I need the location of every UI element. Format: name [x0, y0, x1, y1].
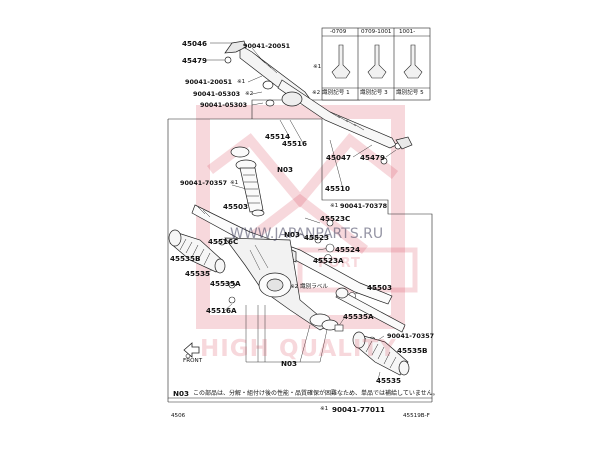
page-number-left: 4506	[171, 413, 186, 419]
watermark-slogan: HIGH QUALITY	[200, 336, 397, 362]
part-label-45535a-left: 45535A	[210, 279, 241, 288]
ref-mark-1d: ※1	[330, 203, 339, 209]
part-label-45046: 45046	[182, 39, 208, 48]
part-label-45523: 45523	[304, 233, 330, 242]
ref-mark-1c: ※1	[230, 180, 239, 186]
identification-label-note: ※2 識別ラベル	[290, 284, 328, 290]
part-label-90041-05303-a: 90041-05303	[193, 90, 241, 98]
part-label-45503-lower: 45503	[367, 283, 393, 292]
ref-mark-2a: ※2	[245, 91, 254, 97]
part-label-45523a: 45523A	[313, 256, 344, 265]
watermark-brand-sub: PORT	[318, 256, 361, 271]
table-foot1: ※2 識別記号 1	[312, 90, 350, 96]
part-label-45524: 45524	[335, 245, 361, 254]
right-boot	[352, 331, 410, 376]
part-label-45514: 45514	[265, 132, 291, 141]
part-label-45523c: 45523C	[320, 214, 351, 223]
callout-n03-bottom: N03	[281, 359, 298, 368]
part-label-45479-right: 45479	[360, 153, 386, 162]
part-label-90041-70357-left: 90041-70357	[180, 179, 228, 187]
part-label-45503-upper: 45503	[223, 202, 249, 211]
tie-rod-right	[335, 287, 406, 333]
part-label-90041-05303-b: 90041-05303	[200, 101, 248, 109]
front-direction-label: FRONT	[183, 358, 203, 364]
callout-n03-middle: N03	[284, 230, 301, 239]
part-label-45047: 45047	[326, 153, 352, 162]
part-label-45535-left: 45535	[185, 269, 211, 278]
footnote-ref-mark: ※1	[320, 406, 329, 412]
footnote-text: この部品は、分解・組付け後の性能・品質確保が困難なため、単品では補給していません…	[193, 390, 439, 397]
table-col2-header: 0709-1001	[361, 29, 392, 35]
callout-n03-top: N03	[277, 165, 294, 174]
pinion-shaft	[230, 146, 265, 217]
front-arrow-icon	[183, 342, 200, 358]
part-label-90041-20051-top: 90041-20051	[243, 42, 291, 50]
ref-mark-1b: ※1	[237, 79, 246, 85]
part-label-45535a-right: 45535A	[343, 312, 374, 321]
ref-mark-table: ※1	[313, 64, 322, 70]
part-label-45479-left: 45479	[182, 56, 208, 65]
footnote-code: N03	[173, 389, 190, 398]
part-label-45535b-left: 45535B	[170, 254, 201, 263]
watermark-site-text: WWW.JAPANPARTS.RU	[230, 226, 384, 242]
left-boot	[168, 229, 226, 274]
rack-body-lower	[191, 204, 393, 331]
part-label-45516a: 45516A	[206, 306, 237, 315]
part-label-45516: 45516	[282, 139, 308, 148]
part-label-45535b-right: 45535B	[397, 346, 428, 355]
table-foot2: 識別記号 3	[360, 90, 388, 96]
part-label-90041-70357-right: 90041-70357	[387, 332, 435, 340]
part-label-45535-right: 45535	[376, 376, 402, 385]
page-number-right: 45519B-F	[403, 413, 430, 419]
table-col3-header: 1001-	[399, 29, 416, 35]
table-col1-header: -0709	[330, 29, 347, 35]
part-label-90041-20051: 90041-20051	[185, 78, 233, 86]
part-label-45510: 45510	[325, 184, 351, 193]
part-label-45516c: 45516C	[208, 237, 239, 246]
table-foot3: 識別記号 5	[396, 90, 424, 96]
footnote-ref-part: 90041-77011	[332, 405, 385, 414]
identification-table	[321, 27, 431, 101]
rack-assembly-top	[224, 40, 413, 165]
part-label-90041-70378: 90041-70378	[340, 202, 388, 210]
